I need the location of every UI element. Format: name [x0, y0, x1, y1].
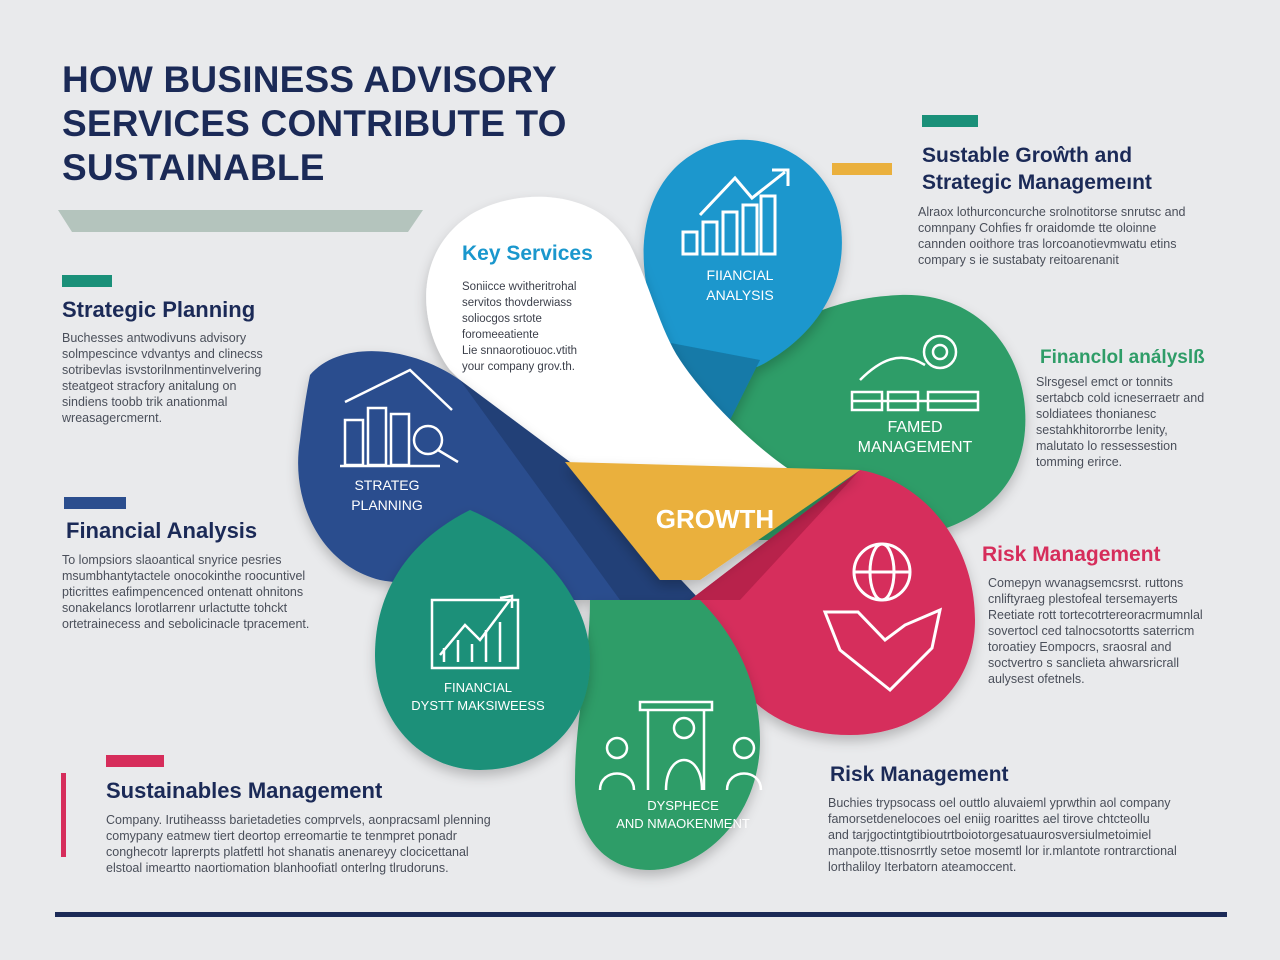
- risk-management-lower-heading: Risk Management: [830, 763, 1009, 786]
- top-right-petal-label-line: FIIANCIAL: [707, 267, 774, 283]
- left-petal-label: STRATEG PLANNING: [351, 477, 423, 513]
- risk-management-heading: Risk Management: [982, 543, 1161, 566]
- sustainable-growth-connector-bar: [832, 163, 892, 175]
- bottom-left-teal-petal: [375, 510, 590, 770]
- risk-management-text: Comepyn wvanagsemcsrst. ruttons cnliftyr…: [988, 576, 1203, 686]
- risk-management-lower-text: Buchies trypsocass oel outtlo aluvaieml …: [828, 796, 1177, 874]
- strategic-planning-accent-bar: [62, 275, 112, 287]
- bottom-left-petal-label-line: DYSTT MAKSIWEESS: [411, 698, 545, 713]
- bottom-rule: [55, 912, 1227, 917]
- growth-center: [565, 462, 860, 580]
- financial-analysis-text: To lompsiors slaoantical snyrice pesries…: [62, 553, 310, 631]
- people-icon: [598, 700, 763, 791]
- growth-label: GROWTH: [656, 504, 774, 534]
- key-services-text-line: Lie snnaorotiouoc.vtith: [462, 345, 577, 357]
- sustainables-management-text: Company. Irutiheasss barietadeties compr…: [106, 813, 491, 875]
- sustainables-management-side-bar: [61, 773, 66, 857]
- key-services-text-line: your company grov.th.: [462, 361, 575, 373]
- page-title: HOW BUSINESS ADVISORY SERVICES CONTRIBUT…: [62, 59, 567, 188]
- title-underline-bar: [58, 210, 423, 232]
- key-services-text: Soniicce wvitheritrohal servitos thovderw…: [462, 281, 577, 373]
- sustainables-management-accent-bar: [106, 755, 164, 767]
- sustainable-growth-text: Alraox lothurconcurche srolnotitorse snr…: [918, 205, 1186, 267]
- right-petal-label-line: MANAGEMENT: [858, 439, 973, 456]
- financial-analysis-heading: Financial Analysis: [66, 518, 258, 543]
- bottom-left-petal-label: FINANCIAL DYSTT MAKSIWEESS: [411, 680, 545, 713]
- key-services-heading: Key Services: [462, 242, 593, 265]
- key-services-text-line: foromeeatiente: [462, 329, 539, 341]
- right-petal-label: FAMED MANAGEMENT: [858, 419, 973, 456]
- right-petal-label-line: FAMED: [887, 419, 942, 436]
- bottom-petal-label: DYSPHECE AND NMAOKENMENT: [616, 798, 750, 831]
- sustainables-management-heading: Sustainables Management: [106, 778, 383, 803]
- right-crimson-petal: [690, 470, 975, 735]
- gear-factory-icon: [850, 334, 980, 412]
- left-petal-label-line: STRATEG: [354, 477, 419, 493]
- strategic-planning-text: Buchesses antwodivuns advisory solmpesci…: [62, 331, 263, 425]
- top-right-petal-label: FIIANCIAL ANALYSIS: [706, 267, 773, 303]
- top-right-petal-label-line: ANALYSIS: [706, 287, 773, 303]
- financial-analysis-accent-bar: [64, 497, 126, 509]
- strategic-planning-heading: Strategic Planning: [62, 297, 256, 322]
- bottom-left-petal-label-line: FINANCIAL: [444, 680, 512, 695]
- left-petal-label-line: PLANNING: [351, 497, 423, 513]
- globe-handshake-icon: [822, 542, 943, 693]
- financial-analysis-right-heading: Financlol anályslß: [1040, 347, 1205, 368]
- bottom-petal-label-line: AND NMAOKENMENT: [616, 816, 750, 831]
- sustainable-growth-heading: Sustable Groŵth and Strategic Managemeın…: [922, 144, 1152, 194]
- growth-chart-icon: [430, 594, 520, 670]
- bottom-petal-label-line: DYSPHECE: [647, 798, 719, 813]
- key-services-text-line: Soniicce wvitheritrohal: [462, 281, 576, 293]
- sustainable-growth-accent-bar: [922, 115, 978, 127]
- financial-analysis-right-text: Slrsgesel emct or tonnits sertabcb cold …: [1036, 375, 1205, 469]
- bottom-green-petal: [575, 600, 760, 870]
- key-services-text-line: soliocgos srtote: [462, 313, 542, 325]
- city-magnifier-icon: [340, 368, 459, 468]
- bar-chart-arrow-icon: [681, 168, 790, 256]
- key-services-petal: [426, 196, 790, 470]
- key-services-text-line: servitos thovderwiass: [462, 297, 572, 309]
